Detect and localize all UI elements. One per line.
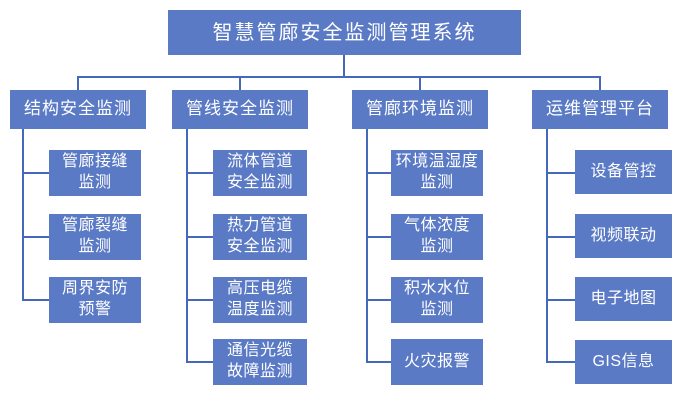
- connector-drop-2: [239, 76, 241, 90]
- connector-stub: [186, 236, 213, 238]
- leaf-node: 管廊裂缝 监测: [49, 214, 141, 260]
- leaf-node: 气体浓度 监测: [391, 214, 483, 260]
- connector-stub: [22, 299, 49, 301]
- connector-stub: [546, 236, 575, 238]
- branch-node-om-platform: 运维管理平台: [532, 90, 668, 129]
- connector-stub: [186, 361, 213, 363]
- connector-drop-4: [599, 76, 601, 90]
- leaf-node: 火灾报警: [391, 339, 483, 385]
- leaf-node: 高压电缆 温度监测: [213, 277, 307, 323]
- leaf-node: 流体管道 安全监测: [213, 150, 307, 196]
- connector-stub: [366, 172, 391, 174]
- leaf-node: GIS信息: [575, 340, 672, 384]
- leaf-node: 视频联动: [575, 214, 672, 258]
- connector-stub: [546, 361, 575, 363]
- leaf-node: 环境温湿度 监测: [391, 150, 483, 196]
- connector-spine-1: [22, 129, 24, 301]
- connector-root-riser: [343, 55, 345, 77]
- connector-stub: [186, 299, 213, 301]
- connector-stub: [546, 172, 575, 174]
- connector-stub: [366, 236, 391, 238]
- branch-node-structural: 结构安全监测: [10, 90, 146, 129]
- connector-spine-2: [186, 129, 188, 363]
- connector-drop-3: [419, 76, 421, 90]
- connector-stub: [366, 361, 391, 363]
- connector-spine-4: [546, 129, 548, 363]
- connector-drop-1: [77, 76, 79, 90]
- leaf-node: 积水水位 监测: [391, 277, 483, 323]
- leaf-node: 电子地图: [575, 277, 672, 321]
- connector-stub: [186, 172, 213, 174]
- connector-rail: [77, 76, 601, 78]
- leaf-node: 设备管控: [575, 150, 672, 194]
- branch-node-pipeline: 管线安全监测: [172, 90, 308, 129]
- leaf-node: 通信光缆 故障监测: [213, 339, 307, 385]
- root-node: 智慧管廊安全监测管理系统: [168, 10, 521, 55]
- connector-spine-3: [366, 129, 368, 363]
- leaf-node: 管廊接缝 监测: [49, 150, 141, 196]
- branch-node-environment: 管廊环境监测: [352, 90, 488, 129]
- leaf-node: 周界安防 预警: [49, 277, 141, 323]
- connector-stub: [22, 236, 49, 238]
- connector-stub: [366, 299, 391, 301]
- leaf-node: 热力管道 安全监测: [213, 214, 307, 260]
- connector-stub: [22, 172, 49, 174]
- connector-stub: [546, 299, 575, 301]
